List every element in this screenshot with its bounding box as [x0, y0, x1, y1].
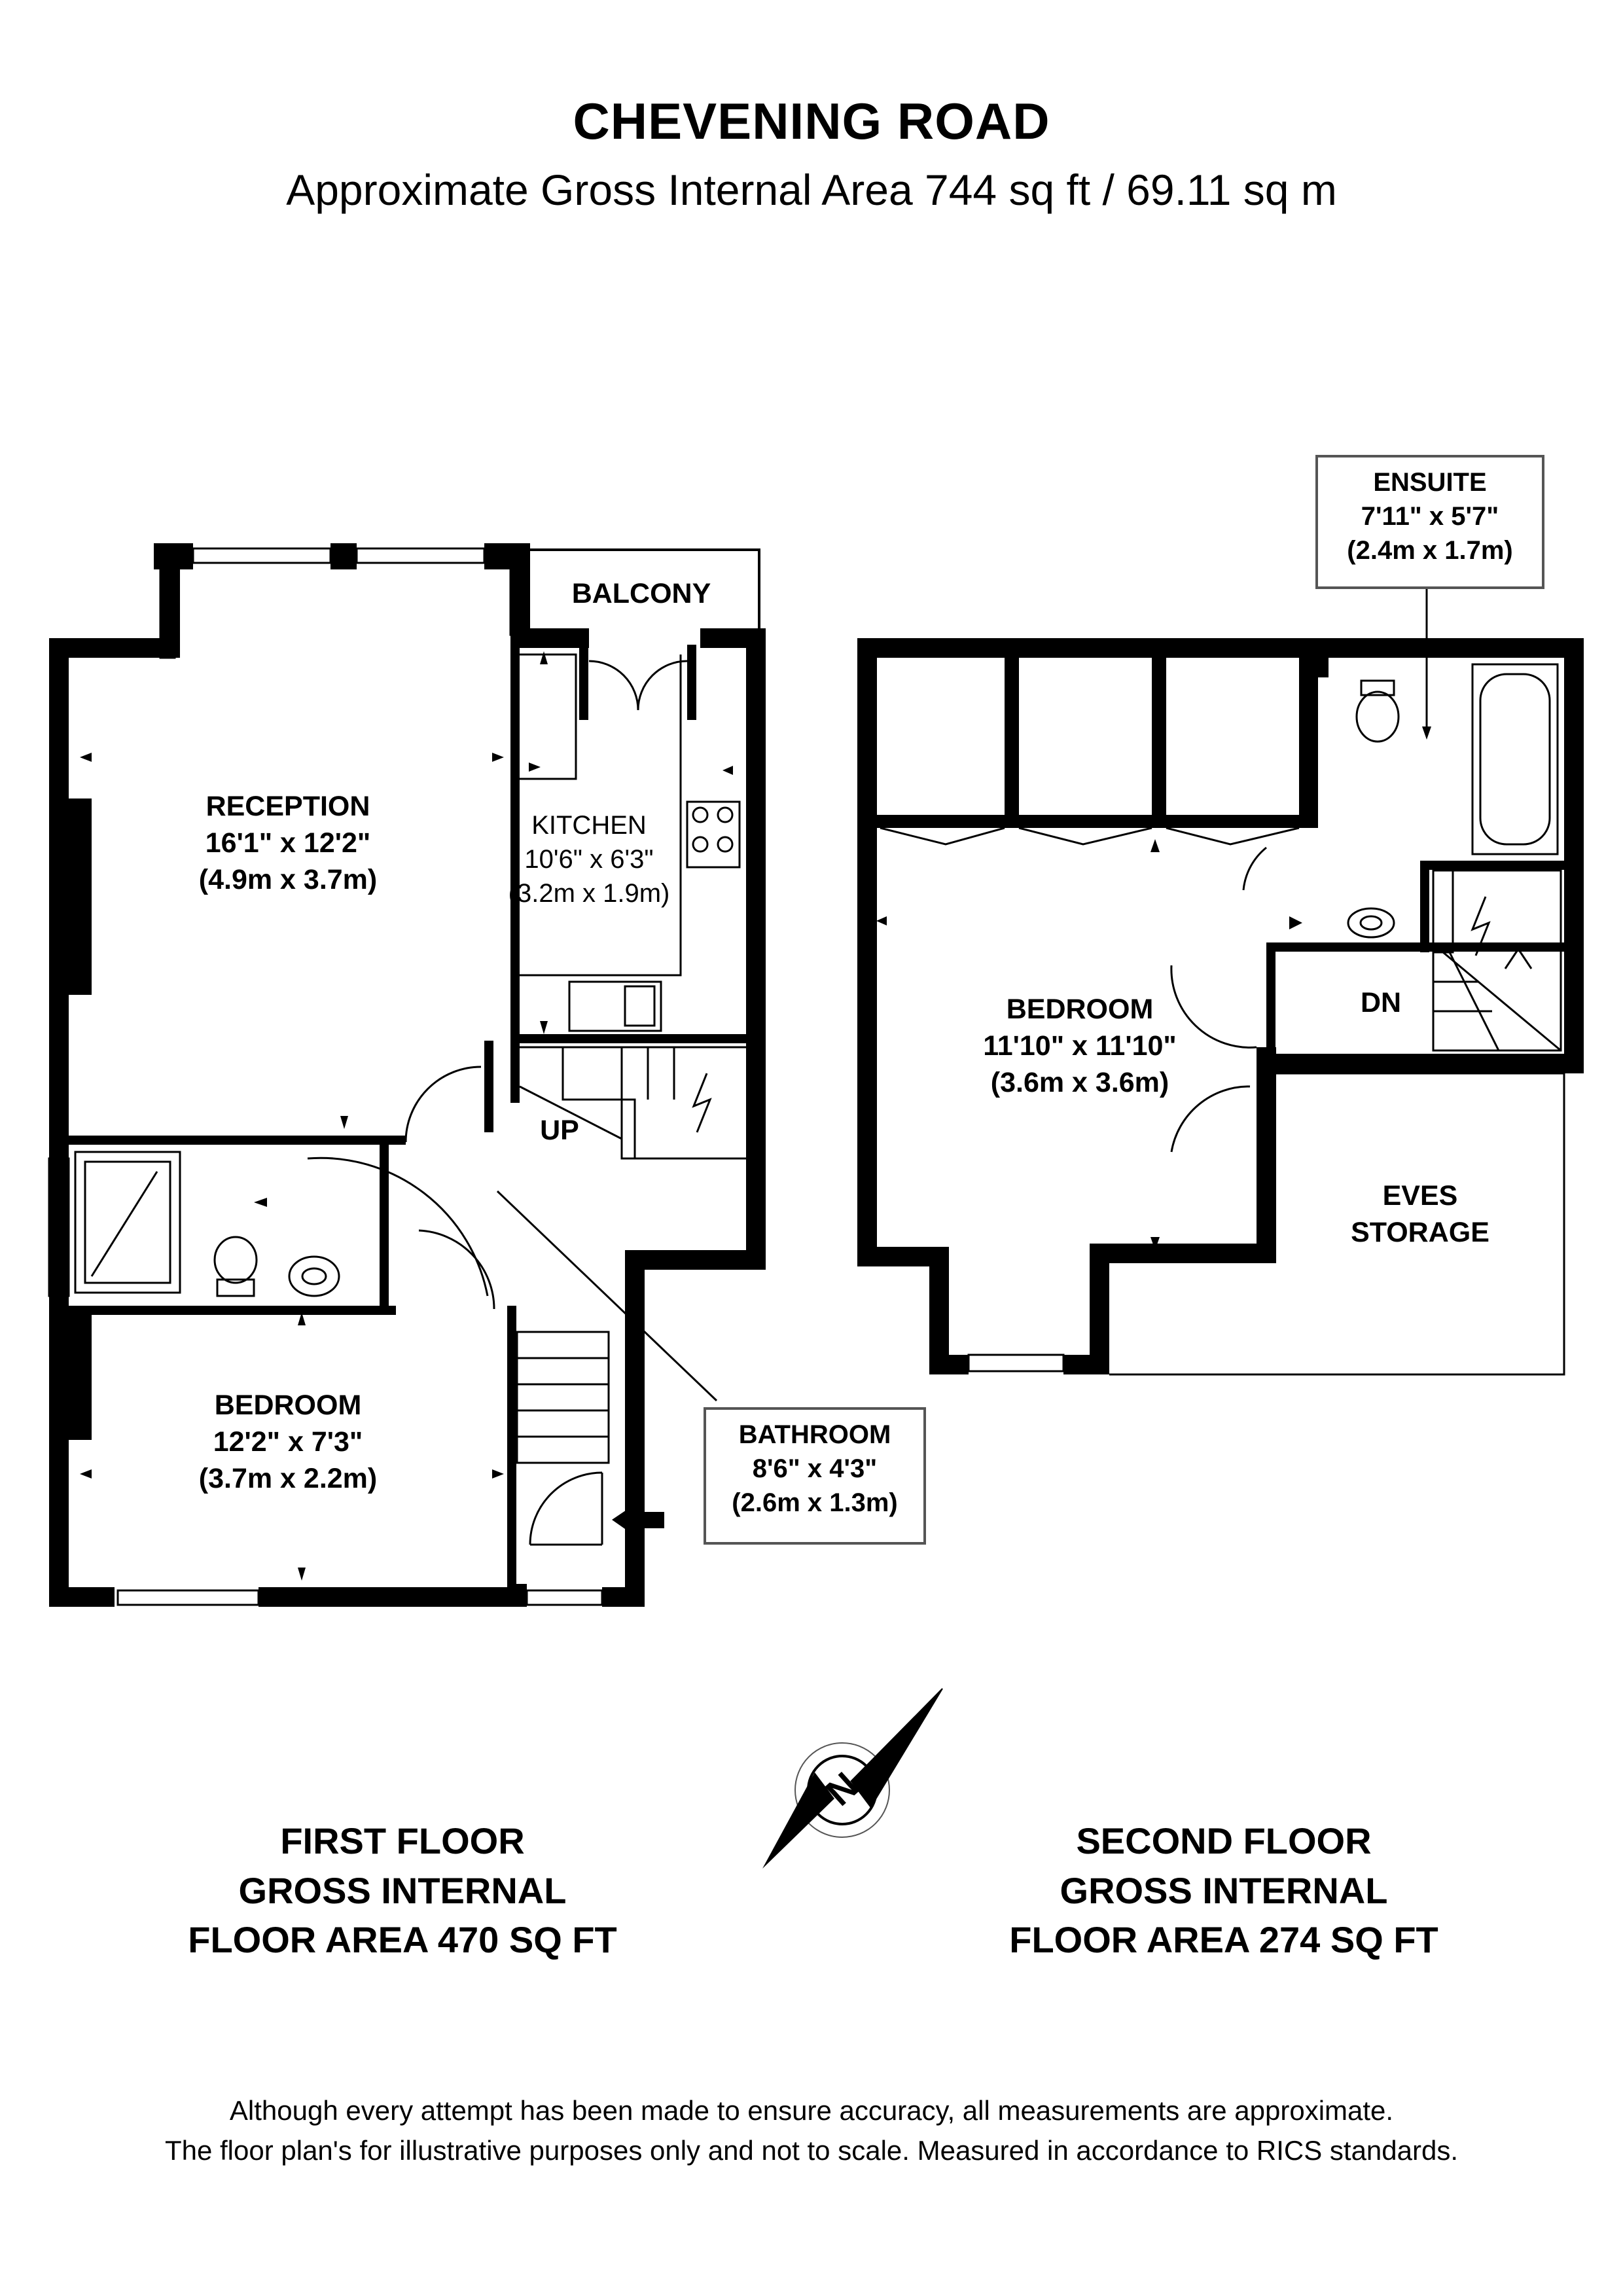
second-bedroom-metric: (3.6m x 3.6m)	[990, 1066, 1169, 1098]
first-bedroom-name: BEDROOM	[214, 1390, 362, 1421]
ensuite-callout: ENSUITE 7'11" x 5'7" (2.4m x 1.7m)	[1315, 455, 1544, 589]
first-floor-bathroom-fixtures	[74, 1151, 340, 1297]
second-bedroom-imperial: 11'10" x 11'10"	[983, 1030, 1177, 1062]
first-floor-doors	[307, 1066, 603, 1546]
first-floor-area: FIRST FLOOR GROSS INTERNAL FLOOR AREA 47…	[188, 1820, 617, 1961]
second-floor-plan	[857, 583, 1584, 1376]
kitchen-units	[520, 653, 741, 1032]
balcony-label: BALCONY	[571, 578, 711, 609]
eves-storage-label: EVES STORAGE	[1351, 1180, 1489, 1248]
ensuite-metric: (2.4m x 1.7m)	[1347, 536, 1513, 565]
second-bedroom-label: BEDROOM 11'10" x 11'10" (3.6m x 3.6m)	[910, 992, 1250, 1102]
balcony-rail	[524, 548, 760, 638]
second-bedroom-name: BEDROOM	[1006, 994, 1154, 1025]
second-floor-walls	[857, 638, 1584, 1374]
first-floor-walls	[49, 543, 766, 1607]
second-floor-area: SECOND FLOOR GROSS INTERNAL FLOOR AREA 2…	[1009, 1820, 1438, 1961]
bathroom-metric: (2.6m x 1.3m)	[732, 1488, 898, 1517]
first-floor-internal-walls	[69, 645, 746, 1587]
first-floor-plan	[48, 543, 766, 1607]
north-compass-icon	[762, 1688, 943, 1869]
kitchen-metric: (3.2m x 1.9m)	[508, 879, 670, 908]
entrance-arrow-icon	[612, 1502, 664, 1538]
second-floor-doors	[1170, 846, 1267, 1153]
reception-label: RECEPTION 16'1" x 12'2" (4.9m x 3.7m)	[124, 789, 452, 899]
first-bedroom-metric: (3.7m x 2.2m)	[198, 1462, 378, 1494]
second-floor-windows	[967, 1072, 1565, 1376]
bathroom-imperial: 8'6" x 4'3"	[752, 1454, 878, 1483]
first-floor-windows	[48, 547, 603, 1606]
ensuite-name: ENSUITE	[1373, 468, 1487, 497]
reception-name: RECEPTION	[205, 791, 370, 822]
kitchen-name: KITCHEN	[531, 811, 647, 840]
first-bedroom-label: BEDROOM 12'2" x 7'3" (3.7m x 2.2m)	[105, 1388, 471, 1498]
ensuite-imperial: 7'11" x 5'7"	[1361, 502, 1499, 531]
second-floor-markers	[876, 726, 1431, 1250]
disclaimer-line-1: Although every attempt has been made to …	[229, 2095, 1394, 2126]
first-floor-stairs-label: UP	[540, 1115, 579, 1146]
second-floor-stairs-label: DN	[1360, 987, 1402, 1018]
wardrobe-doors	[880, 827, 1300, 846]
plan-title: CHEVENING ROAD	[573, 92, 1050, 150]
ensuite-fixtures	[1347, 663, 1559, 939]
kitchen-label: KITCHEN 10'6" x 6'3" (3.2m x 1.9m)	[478, 808, 700, 910]
reception-imperial: 16'1" x 12'2"	[205, 827, 371, 859]
disclaimer-line-2: The floor plan's for illustrative purpos…	[164, 2134, 1459, 2166]
second-floor-stairs	[1432, 869, 1562, 1052]
first-floor-markers	[80, 556, 733, 1581]
plan-subtitle: Approximate Gross Internal Area 744 sq f…	[286, 166, 1337, 214]
balcony-doors	[588, 660, 688, 711]
bathroom-name: BATHROOM	[738, 1420, 891, 1449]
disclaimer: Although every attempt has been made to …	[0, 2091, 1623, 2171]
first-floor-stairs	[516, 1046, 746, 1464]
kitchen-imperial: 10'6" x 6'3"	[524, 845, 654, 874]
first-bedroom-imperial: 12'2" x 7'3"	[213, 1426, 363, 1458]
bathroom-callout-leader	[496, 1190, 718, 1402]
reception-metric: (4.9m x 3.7m)	[198, 863, 378, 895]
bathroom-callout: BATHROOM 8'6" x 4'3" (2.6m x 1.3m)	[704, 1407, 926, 1545]
